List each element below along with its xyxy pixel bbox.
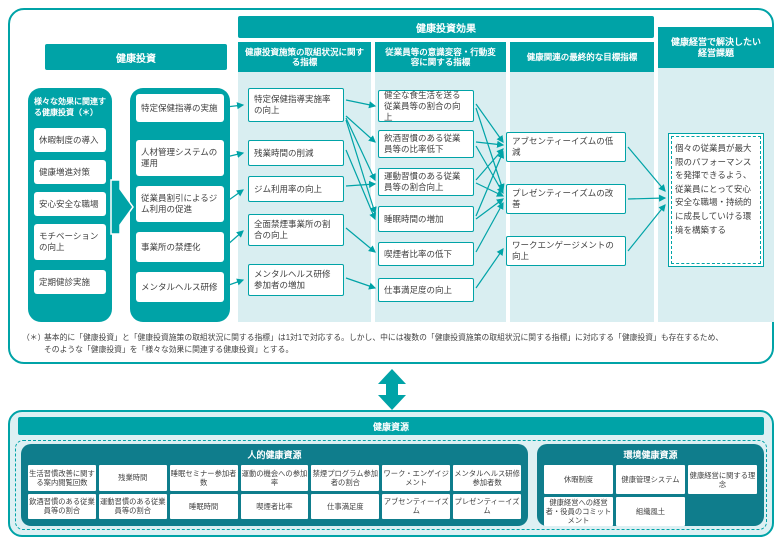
investment-item: 定期健診実施	[34, 270, 106, 294]
resource-cell: 睡眠時間	[169, 493, 238, 519]
footnote-line1: 基本的に「健康投資」と「健康投資施策の取組状況に関する指標」は1対1で対応する。…	[44, 333, 724, 342]
effects-banner: 健康投資効果	[238, 16, 654, 38]
resource-cell: 禁煙プログラム参加者の割合	[311, 465, 380, 491]
investment-header: 健康投資	[45, 44, 227, 70]
investment-item: モチベーションの向上	[34, 224, 106, 260]
behavior-indicator: 睡眠時間の増加	[378, 206, 474, 232]
resource-cell-empty	[688, 497, 757, 526]
final-column-header: 健康関連の最終的な目標指標	[510, 42, 654, 72]
human-resources-header: 人的健康資源	[247, 450, 302, 460]
resource-cell: アブセンティーイズム	[382, 493, 451, 519]
behavior-indicator: 喫煙者比率の低下	[378, 242, 474, 266]
env-resources-container: 環境健康資源 休暇制度 健康管理システム 健康経営に関する理念 健康経営への経営…	[537, 444, 764, 526]
investment-item: 休暇制度の導入	[34, 128, 106, 152]
behavior-indicator: 健全な食生活を送る従業員等の割合の向上	[378, 90, 474, 122]
measure-item: 従業員割引によるジム利用の促進	[136, 186, 224, 222]
footnote-marker: （＊）	[22, 333, 46, 342]
issues-header: 健康経営で解決したい経営課題	[658, 27, 774, 68]
resource-cell: 休暇制度	[544, 465, 613, 494]
panels-link-double-arrow-icon	[378, 369, 406, 410]
measure-item: 人材管理システムの運用	[136, 140, 224, 176]
status-indicator: 残業時間の削減	[248, 140, 344, 166]
resource-cell: メンタルヘルス研修参加者数	[453, 465, 521, 491]
resource-cell: 運動習慣のある従業員等の割合	[98, 493, 167, 519]
final-column-strip	[510, 42, 654, 322]
resources-banner: 健康資源	[18, 417, 764, 435]
resource-cell: 飲酒習慣のある従業員等の割合	[28, 493, 96, 519]
status-indicator: ジム利用率の向上	[248, 176, 344, 202]
human-resources-container: 人的健康資源 生活習慣改善に関する案内閲覧回数 残業時間 睡眠セミナー参加者数 …	[21, 444, 528, 526]
status-column-header: 健康投資施策の取組状況に関する指標	[238, 42, 371, 72]
behavior-indicator: 運動習慣のある従業員等の割合向上	[378, 168, 474, 196]
measure-item: 事業所の禁煙化	[136, 232, 224, 262]
final-indicator: アブセンティーイズムの低減	[506, 132, 626, 162]
env-resources-grid: 休暇制度 健康管理システム 健康経営に関する理念 健康経営への経営者・役員のコミ…	[537, 463, 764, 533]
env-resources-header: 環境健康資源	[623, 450, 678, 460]
resource-cell: 残業時間	[98, 465, 167, 491]
measure-item: 特定保健指導の実施	[136, 94, 224, 122]
resource-cell: 生活習慣改善に関する案内閲覧回数	[28, 465, 96, 491]
footnote-line2: そのような「健康投資」を「様々な効果に関連する健康投資」とする。	[44, 345, 294, 354]
resource-cell: 組織風土	[616, 497, 685, 526]
measure-item: メンタルヘルス研修	[136, 272, 224, 302]
behavior-indicator: 仕事満足度の向上	[378, 278, 474, 302]
status-indicator: 特定保健指導実施率の向上	[248, 88, 344, 122]
resource-cell: 仕事満足度	[311, 493, 380, 519]
resource-cell: 健康経営への経営者・役員のコミットメント	[544, 497, 613, 526]
resource-cell: ワーク・エンゲイジメント	[382, 465, 451, 491]
resource-cell: 運動の機会への参加率	[240, 465, 309, 491]
investment-item: 安心安全な職場	[34, 192, 106, 216]
resource-cell: 健康管理システム	[616, 465, 685, 494]
investment-group-title: 様々な効果に関連する健康投資（＊）	[34, 97, 106, 117]
human-resources-grid: 生活習慣改善に関する案内閲覧回数 残業時間 睡眠セミナー参加者数 運動の機会への…	[21, 463, 528, 526]
investment-item: 健康増進対策	[34, 160, 106, 184]
resource-cell: プレゼンティーイズム	[453, 493, 521, 519]
resource-cell: 喫煙者比率	[240, 493, 309, 519]
resources-dashed-frame	[15, 440, 767, 530]
status-indicator: 全面禁煙事業所の割合の向上	[248, 214, 344, 246]
final-indicator: プレゼンティーイズムの改善	[506, 184, 626, 214]
final-indicator: ワークエンゲージメントの向上	[506, 236, 626, 266]
behavior-indicator: 飲酒習慣のある従業員等の比率低下	[378, 130, 474, 158]
resource-cell: 睡眠セミナー参加者数	[169, 465, 238, 491]
behavior-column-header: 従業員等の意識変容・行動変容に関する指標	[375, 42, 506, 72]
status-indicator: メンタルヘルス研修参加者の増加	[248, 264, 344, 296]
management-goal-box: 個々の従業員が最大限のパフォーマンスを発揮できるよう、従業員にとって安心安全な職…	[668, 133, 764, 267]
resource-cell: 健康経営に関する理念	[688, 465, 757, 494]
